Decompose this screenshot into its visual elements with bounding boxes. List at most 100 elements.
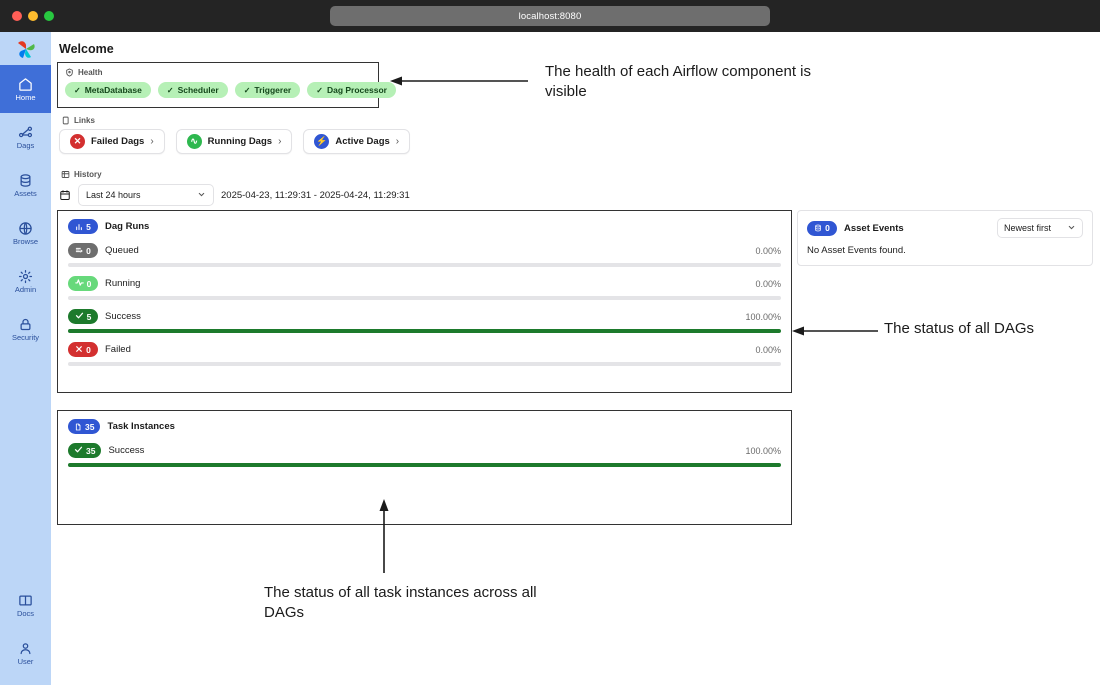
dag-runs-row-running: 0 Running 0.00% (58, 276, 791, 300)
date-range-text: 2025-04-23, 11:29:31 - 2025-04-24, 11:29… (221, 189, 410, 201)
sidebar-item-docs[interactable]: Docs (0, 581, 51, 629)
task-instances-count: 35 (85, 421, 95, 432)
chevron-down-icon (197, 190, 206, 201)
asset-events-header: 0 Asset Events Newest first (798, 211, 1092, 238)
sidebar-item-browse[interactable]: Browse (0, 209, 51, 257)
shield-icon (66, 68, 73, 77)
sidebar-item-user[interactable]: User (0, 629, 51, 677)
links-section-label-wrap: Links (61, 116, 95, 125)
success-count: 5 (86, 311, 92, 322)
running-progress-bar (68, 296, 781, 300)
running-state-icon (74, 278, 84, 289)
dag-runs-panel: 5 Dag Runs 0 Queued 0.00% (57, 210, 792, 393)
maximize-window-button[interactable] (44, 11, 54, 21)
health-chip-list: ✓ MetaDatabase ✓ Scheduler ✓ Triggerer ✓… (65, 82, 396, 98)
sidebar-item-home-label: Home (15, 92, 36, 102)
asset-events-empty-text: No Asset Events found. (807, 245, 906, 256)
home-icon (19, 77, 32, 91)
ti-success-percent: 100.00% (745, 445, 781, 456)
asset-events-sort-select[interactable]: Newest first (997, 218, 1083, 238)
task-instances-header: 35 Task Instances (58, 411, 791, 434)
annotation-dags-text: The status of all DAGs (884, 320, 1035, 337)
link-active-dags-label: Active Dags (335, 136, 390, 147)
book-icon (19, 595, 32, 605)
row-left: 0 Queued (68, 243, 139, 258)
chevron-right-icon: › (278, 136, 282, 147)
sidebar-item-home[interactable]: Home (0, 65, 51, 113)
sidebar-item-assets-label: Assets (14, 188, 37, 198)
health-chip-triggerer[interactable]: ✓ Triggerer (234, 82, 301, 98)
row-left: 0 Running (68, 276, 140, 291)
history-section-label: History (74, 170, 102, 179)
dag-runs-title: Dag Runs (105, 221, 150, 232)
check-icon: ✓ (166, 85, 174, 95)
ti-success-progress-bar (68, 463, 781, 467)
address-bar[interactable]: localhost:8080 (330, 6, 770, 26)
health-chip-metadatabase[interactable]: ✓ MetaDatabase (65, 82, 151, 98)
health-chip-dag-processor[interactable]: ✓ Dag Processor (307, 82, 396, 98)
sidebar-item-assets[interactable]: Assets (0, 161, 51, 209)
asset-events-count: 0 (825, 223, 830, 233)
row-left: 5 Success (68, 309, 141, 324)
row-top: 0 Failed 0.00% (68, 342, 781, 357)
links-row: ✕ Failed Dags › ∿ Running Dags › ⚡ Activ… (59, 129, 411, 154)
dag-runs-count: 5 (86, 221, 91, 232)
health-chip-label: MetaDatabase (84, 85, 142, 95)
success-count-badge: 5 (68, 309, 98, 324)
annotation-health-text: The health of each Airflow component is … (545, 63, 811, 101)
sidebar-item-user-label: User (17, 656, 34, 666)
airflow-pinwheel-logo-icon (17, 40, 35, 58)
lock-icon (20, 318, 31, 330)
queued-label: Queued (105, 245, 139, 256)
airflow-logo[interactable] (0, 32, 51, 65)
ti-success-label: Success (108, 445, 145, 456)
minimize-window-button[interactable] (28, 11, 38, 21)
page-title: Welcome (59, 42, 114, 56)
check-icon (74, 445, 83, 456)
link-failed-dags[interactable]: ✕ Failed Dags › (59, 129, 165, 154)
row-top: 0 Running 0.00% (68, 276, 781, 291)
window-traffic-lights (12, 11, 54, 21)
main-content: Welcome Health ✓ MetaDatabase ✓ Schedule… (51, 32, 1100, 685)
sidebar-item-dags-label: Dags (16, 140, 35, 150)
bar-chart-icon (76, 223, 82, 230)
task-instances-count-badge: 35 (68, 419, 101, 434)
dags-icon (18, 126, 33, 137)
queued-percent: 0.00% (755, 245, 781, 256)
queued-count: 0 (86, 245, 91, 256)
sidebar-item-security[interactable]: Security (0, 305, 51, 353)
dag-runs-row-success: 5 Success 100.00% (58, 309, 791, 333)
health-chip-scheduler[interactable]: ✓ Scheduler (157, 82, 228, 98)
close-window-button[interactable] (12, 11, 22, 21)
gear-icon (18, 269, 33, 283)
dag-runs-row-queued: 0 Queued 0.00% (58, 243, 791, 267)
failed-count-badge: 0 (68, 342, 98, 357)
health-section: Health ✓ MetaDatabase ✓ Scheduler ✓ Trig… (57, 62, 396, 108)
queued-state-icon (75, 246, 83, 256)
dag-runs-header: 5 Dag Runs (58, 211, 791, 234)
history-icon (61, 171, 70, 178)
chevron-right-icon: › (395, 136, 400, 147)
sidebar-item-docs-label: Docs (16, 608, 35, 618)
annotation-arrow-dags (792, 326, 878, 336)
success-progress-bar (68, 329, 781, 333)
ti-success-count-badge: 35 (68, 443, 102, 458)
sidebar-item-dags[interactable]: Dags (0, 113, 51, 161)
task-instances-panel: 35 Task Instances 35 Success (57, 410, 792, 525)
failed-count: 0 (86, 344, 91, 355)
copy-icon (62, 116, 69, 125)
link-running-dags[interactable]: ∿ Running Dags › (175, 129, 293, 154)
asset-events-sort-value: Newest first (1004, 223, 1052, 233)
sidebar-item-admin[interactable]: Admin (0, 257, 51, 305)
time-range-select[interactable]: Last 24 hours (78, 184, 214, 206)
user-icon (20, 642, 31, 654)
chevron-right-icon: › (150, 136, 154, 147)
sidebar-item-security-label: Security (11, 332, 40, 342)
running-count-badge: 0 (68, 276, 98, 291)
x-circle-icon: ✕ (70, 134, 85, 149)
ti-success-count: 35 (86, 445, 96, 456)
asset-events-panel: 0 Asset Events Newest first No Asset Eve… (797, 210, 1093, 266)
health-section-label-wrap: Health (65, 68, 102, 77)
link-active-dags[interactable]: ⚡ Active Dags › (303, 129, 411, 154)
